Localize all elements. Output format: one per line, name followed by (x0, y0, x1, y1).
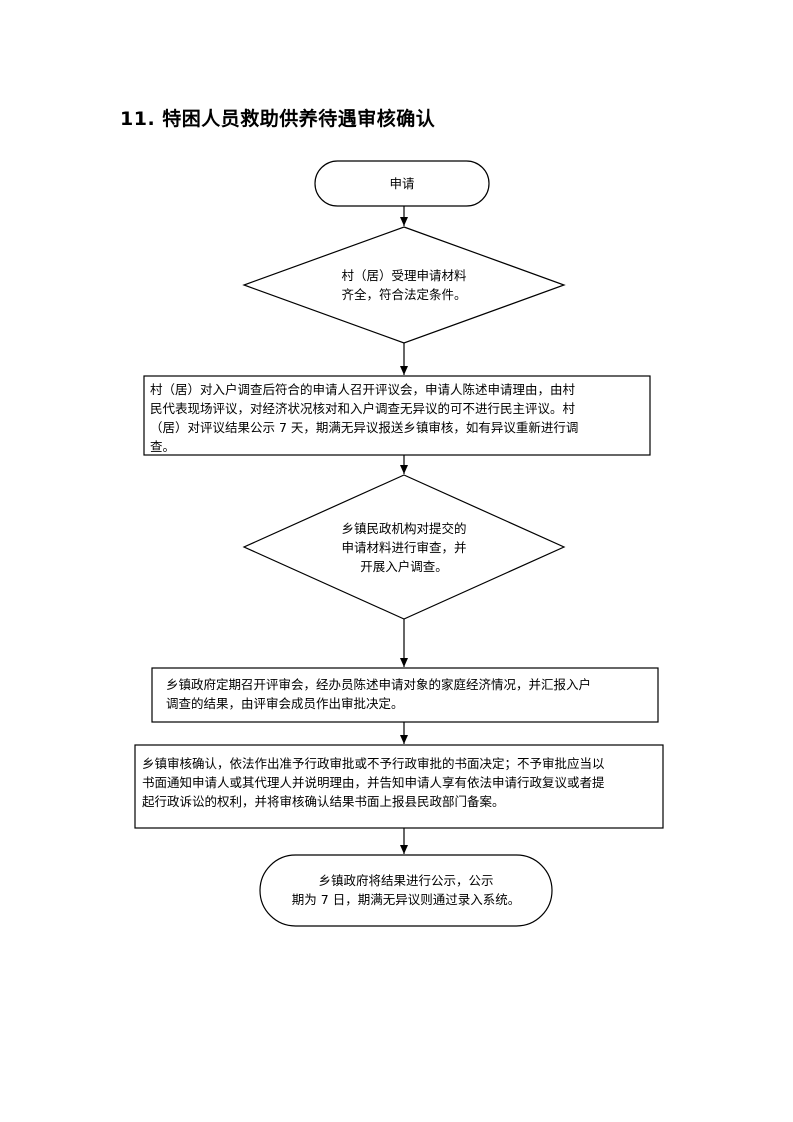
start-label: 申请 (389, 176, 415, 191)
town-review-line-2: 申请材料进行审查，并 (341, 539, 467, 555)
village-review-box (143, 375, 651, 456)
town-confirm-line-3: 起行政诉讼的权利，并将审核确认结果书面上报县民政部门备案。 (142, 794, 505, 809)
town-council-box (151, 667, 659, 723)
town-council-line-2: 调查的结果，由评审会成员作出审批决定。 (166, 696, 404, 711)
village-review-line-3: （居）对评议结果公示 7 天，期满无异议报送乡镇审核，如有异议重新进行调 (150, 420, 579, 435)
village-review-line-4: 查。 (150, 439, 176, 454)
start-terminator-shape (314, 160, 490, 207)
check-material-node: 村（居）受理申请材料 齐全，符合法定条件。 (284, 260, 524, 310)
end-terminator-shape (259, 854, 553, 927)
town-council-line-1: 乡镇政府定期召开评审会，经办员陈述申请对象的家庭经济情况，并汇报入户 (166, 677, 592, 692)
town-review-line-3: 开展入户调查。 (360, 558, 448, 574)
end-node: 乡镇政府将结果进行公示，公示 期为 7 日，期满无异议则通过录入系统。 (262, 868, 550, 912)
page-title: 11. 特困人员救助供养待遇审核确认 (120, 108, 436, 130)
town-confirm-line-2: 书面通知申请人或其代理人并说明理由，并告知申请人享有依法申请行政复议或者提 (142, 775, 605, 790)
village-review-line-1: 村（居）对入户调查后符合的申请人召开评议会，申请人陈述申请理由，由村 (150, 382, 576, 397)
check-material-line-1: 村（居）受理申请材料 (341, 268, 467, 283)
town-review-node: 乡镇民政机构对提交的 申请材料进行审查，并 开展入户调查。 (294, 515, 514, 579)
town-council-node: 乡镇政府定期召开评审会，经办员陈述申请对象的家庭经济情况，并汇报入户 调查的结果… (166, 675, 652, 713)
village-review-node: 村（居）对入户调查后符合的申请人召开评议会，申请人陈述申请理由，由村 民代表现场… (150, 380, 646, 456)
town-review-line-1: 乡镇民政机构对提交的 (341, 520, 467, 536)
check-material-line-2: 齐全，符合法定条件。 (341, 287, 467, 302)
village-review-line-2: 民代表现场评议，对经济状况核对和入户调查无异议的可不进行民主评议。村 (150, 401, 576, 416)
town-confirm-node: 乡镇审核确认，依法作出准予行政审批或不予行政审批的书面决定；不予审批应当以 书面… (142, 754, 660, 811)
start-node: 申请 (315, 161, 489, 206)
end-line-1: 乡镇政府将结果进行公示，公示 (318, 873, 494, 888)
town-confirm-line-1: 乡镇审核确认，依法作出准予行政审批或不予行政审批的书面决定；不予审批应当以 (142, 756, 605, 771)
end-line-2: 期为 7 日，期满无异议则通过录入系统。 (291, 892, 521, 907)
town-confirm-box (134, 744, 664, 829)
